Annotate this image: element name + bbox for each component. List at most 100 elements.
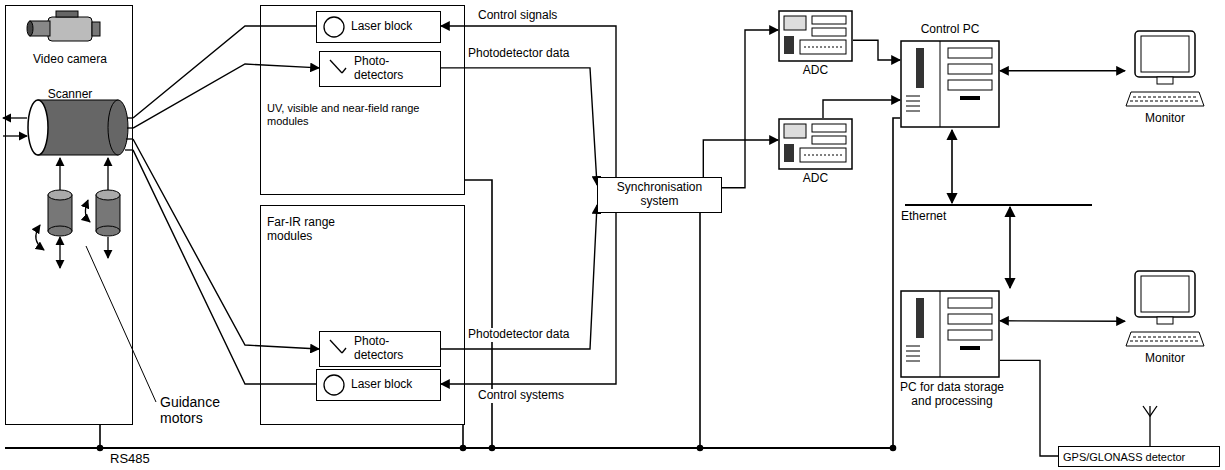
scanner-cylinder — [3, 117, 27, 118]
scanner-cylinder — [28, 100, 48, 155]
node-label: Photo- detectors — [354, 55, 424, 83]
device-icons — [1126, 31, 1204, 106]
connector-label: Photodetector data — [466, 328, 571, 342]
rs485-bus — [893, 118, 900, 448]
guidance-motors — [86, 246, 156, 402]
rs485-bus — [99, 425, 101, 448]
ethernet-bus — [905, 204, 1092, 206]
device-icons — [901, 291, 999, 377]
scanner-cylinder — [3, 100, 133, 155]
scanner-cylinder — [38, 100, 118, 155]
computer: Control PC — [900, 40, 1000, 128]
node-label: UV, visible and near-field range modules — [267, 102, 452, 127]
rs485-bus — [5, 118, 900, 451]
photodetector-box: Photo- detectors — [319, 331, 441, 367]
scanner-cylinder — [125, 149, 133, 150]
connector — [1000, 70, 1125, 71]
connector — [722, 30, 778, 188]
node-label: Far-IR range modules — [267, 216, 357, 244]
node-label: ADC — [768, 64, 863, 78]
video-camera — [27, 11, 100, 41]
node-label: Laser block — [351, 378, 437, 392]
guidance-motors — [96, 226, 120, 236]
rs485-bus — [490, 446, 495, 451]
sync-box: Synchronisation system — [597, 177, 722, 213]
ethernet-bus — [1009, 207, 1011, 288]
device-icons — [779, 119, 852, 169]
node-label: Control PC — [900, 23, 1000, 37]
antenna — [1149, 406, 1150, 446]
ethernet-bus — [951, 130, 953, 203]
rs485-bus — [891, 446, 896, 451]
connector-label: Control signals — [476, 9, 559, 23]
node-label: Synchronisation system — [601, 181, 718, 209]
guidance-motors — [96, 190, 120, 200]
guidance-motors — [36, 225, 44, 250]
scanner-cylinder — [3, 135, 27, 136]
photodetector-box: Photo- detectors — [319, 51, 441, 87]
rs485-bus — [698, 446, 703, 451]
connector — [853, 40, 900, 60]
node-label: ADC — [768, 172, 863, 186]
antenna — [1143, 406, 1157, 416]
node-label: PC for data storage and processing — [892, 381, 1012, 409]
connector — [823, 100, 900, 118]
text-label: Ethernet — [899, 210, 948, 224]
guidance-motors — [107, 158, 108, 190]
connector — [703, 140, 778, 177]
node-label: Monitor — [1115, 112, 1215, 126]
connector — [133, 139, 319, 349]
node-label: GPS/GLONASS detector — [1063, 450, 1215, 463]
guidance-motors — [48, 190, 72, 200]
rs485-bus — [462, 425, 464, 448]
scanner-panel: Video cameraScanner — [5, 5, 133, 425]
video-camera — [27, 21, 33, 36]
gps-box: GPS/GLONASS detector — [1058, 446, 1220, 467]
node-label: Scanner — [6, 88, 134, 102]
rs485-bus — [98, 446, 103, 451]
laser-block: Laser block — [316, 11, 441, 43]
video-camera — [92, 22, 100, 36]
device-icons — [901, 41, 999, 127]
rs485-bus — [461, 446, 466, 451]
connector — [441, 213, 616, 384]
text-label: RS485 — [108, 452, 152, 467]
adc-unit: ADC — [778, 118, 853, 170]
scanner-cylinder — [126, 138, 133, 139]
device-icons — [779, 11, 1204, 377]
connector — [133, 150, 316, 384]
guidance-motors — [107, 237, 108, 258]
ethernet-bus — [905, 130, 1092, 288]
rs485-bus — [5, 447, 895, 449]
module-box: UV, visible and near-field range modules… — [260, 5, 465, 195]
guidance-motors — [48, 226, 72, 236]
guidance-motors — [85, 200, 90, 222]
laser-block: Laser block — [316, 369, 441, 401]
connector-label: Control systems — [476, 389, 566, 403]
device-icons — [1126, 271, 1204, 346]
text-label: Guidance motors — [158, 394, 242, 426]
rs485-bus — [699, 200, 701, 448]
guidance-motors — [59, 158, 60, 190]
video-camera — [56, 11, 78, 17]
scanner-cylinder — [108, 100, 128, 155]
computer: PC for data storage and processing — [900, 290, 1000, 378]
monitor: Monitor — [1125, 270, 1205, 350]
video-camera — [48, 17, 92, 41]
connector — [441, 26, 616, 177]
connector — [1000, 360, 1058, 456]
antenna — [1143, 406, 1157, 446]
node-label: Video camera — [6, 53, 134, 67]
node-label: Photo- detectors — [354, 335, 424, 363]
device-icons — [779, 11, 852, 61]
connector — [1000, 320, 1125, 322]
adc-unit: ADC — [778, 10, 853, 62]
rs485-bus — [465, 180, 492, 448]
guidance-motors — [59, 237, 60, 268]
node-label: Laser block — [351, 20, 437, 34]
module-box: Far-IR range modulesPhoto- detectorsLase… — [260, 205, 465, 425]
monitor: Monitor — [1125, 30, 1205, 110]
connector-label: Photodetector data — [466, 47, 571, 61]
node-label: Monitor — [1115, 352, 1215, 366]
